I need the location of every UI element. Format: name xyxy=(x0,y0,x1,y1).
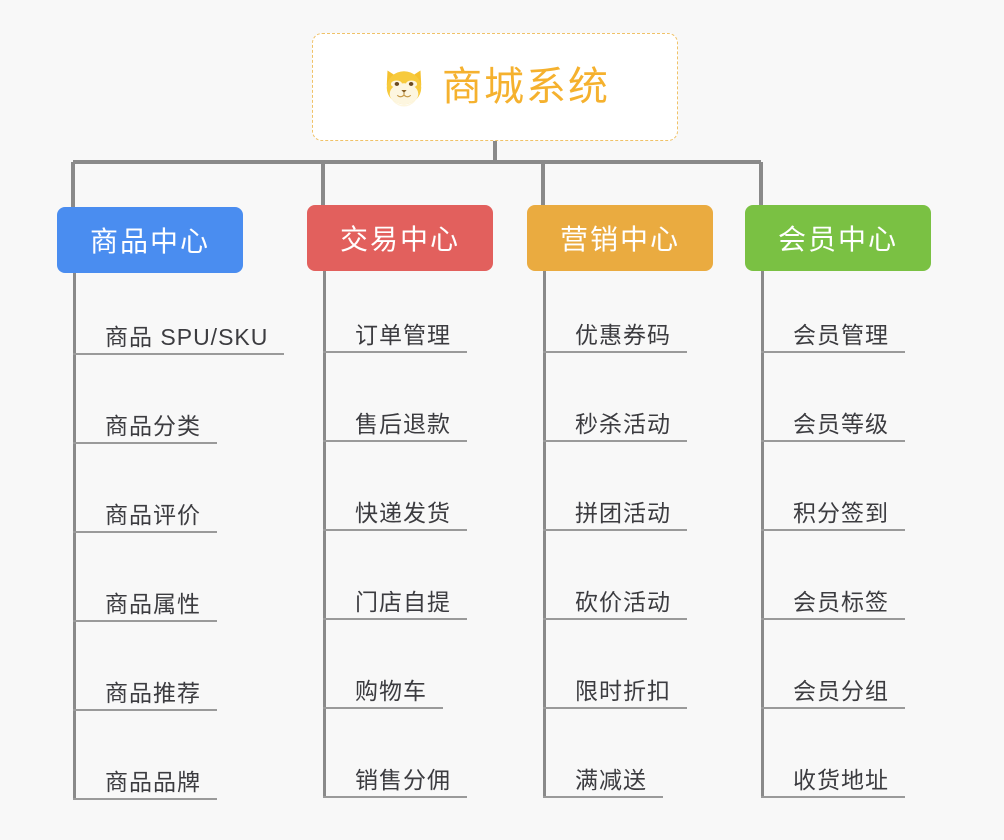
leaf-underline xyxy=(73,531,217,533)
leaf-item-label: 门店自提 xyxy=(355,589,451,615)
leaf-item-label: 商品品牌 xyxy=(105,769,201,795)
leaf-underline xyxy=(761,440,905,442)
root-node[interactable]: 商城系统 xyxy=(312,33,678,141)
leaf-item-label: 购物车 xyxy=(355,678,427,704)
leaf-underline xyxy=(761,351,905,353)
leaf-underline xyxy=(761,707,905,709)
leaf-underline xyxy=(761,796,905,798)
branch-box-2[interactable]: 交易中心 xyxy=(307,205,493,271)
leaf-underline xyxy=(323,618,467,620)
leaf-underline xyxy=(323,529,467,531)
leaf-underline xyxy=(543,351,687,353)
leaf-underline xyxy=(543,618,687,620)
leaf-underline xyxy=(73,353,284,355)
leaf-item-label: 会员等级 xyxy=(793,411,889,437)
branch-box-4[interactable]: 会员中心 xyxy=(745,205,931,271)
leaf-item-label: 会员分组 xyxy=(793,678,889,704)
leaf-item-label: 收货地址 xyxy=(793,767,889,793)
leaf-underline xyxy=(543,440,687,442)
leaf-item-label: 商品分类 xyxy=(105,413,201,439)
leaf-underline xyxy=(73,798,217,800)
leaf-underline xyxy=(761,618,905,620)
leaf-item-label: 秒杀活动 xyxy=(575,411,671,437)
branch-box-3[interactable]: 营销中心 xyxy=(527,205,713,271)
leaf-item-label: 售后退款 xyxy=(355,411,451,437)
leaf-item-label: 满减送 xyxy=(575,767,647,793)
branch-box-1[interactable]: 商品中心 xyxy=(57,207,243,273)
leaf-underline xyxy=(323,351,467,353)
leaf-item-label: 限时折扣 xyxy=(575,678,671,704)
leaf-underline xyxy=(73,709,217,711)
shiba-dog-face-icon xyxy=(386,70,422,107)
branch-label: 营销中心 xyxy=(559,224,680,255)
branch-label: 交易中心 xyxy=(339,224,460,255)
leaf-item-label: 商品 SPU/SKU xyxy=(105,324,269,350)
leaf-item-label: 会员管理 xyxy=(793,322,889,348)
leaf-item-label: 订单管理 xyxy=(355,322,451,348)
leaf-item-label: 拼团活动 xyxy=(575,500,671,526)
branch-label: 会员中心 xyxy=(777,224,898,255)
branch-spine xyxy=(761,271,764,796)
leaf-underline xyxy=(543,529,687,531)
leaf-item-label: 销售分佣 xyxy=(355,767,451,793)
leaf-item-label: 商品推荐 xyxy=(105,680,201,706)
leaf-item-label: 商品评价 xyxy=(105,502,201,528)
leaf-underline xyxy=(323,796,467,798)
branch-label: 商品中心 xyxy=(89,226,210,257)
leaf-item-label: 会员标签 xyxy=(793,589,889,615)
leaf-item-label: 快递发货 xyxy=(355,500,451,526)
root-title: 商城系统 xyxy=(442,65,610,109)
leaf-underline xyxy=(73,620,217,622)
leaf-item-label: 砍价活动 xyxy=(575,589,671,615)
leaf-item-label: 积分签到 xyxy=(793,500,889,526)
leaf-underline xyxy=(73,442,217,444)
leaf-underline xyxy=(761,529,905,531)
branch-spine xyxy=(543,271,546,796)
leaf-underline xyxy=(323,707,443,709)
leaf-underline xyxy=(543,796,663,798)
leaf-item-label: 商品属性 xyxy=(105,591,201,617)
leaf-underline xyxy=(323,440,467,442)
leaf-underline xyxy=(543,707,687,709)
branch-spine xyxy=(323,271,326,796)
branch-spine xyxy=(73,273,76,798)
leaf-item-label: 优惠券码 xyxy=(575,322,671,348)
